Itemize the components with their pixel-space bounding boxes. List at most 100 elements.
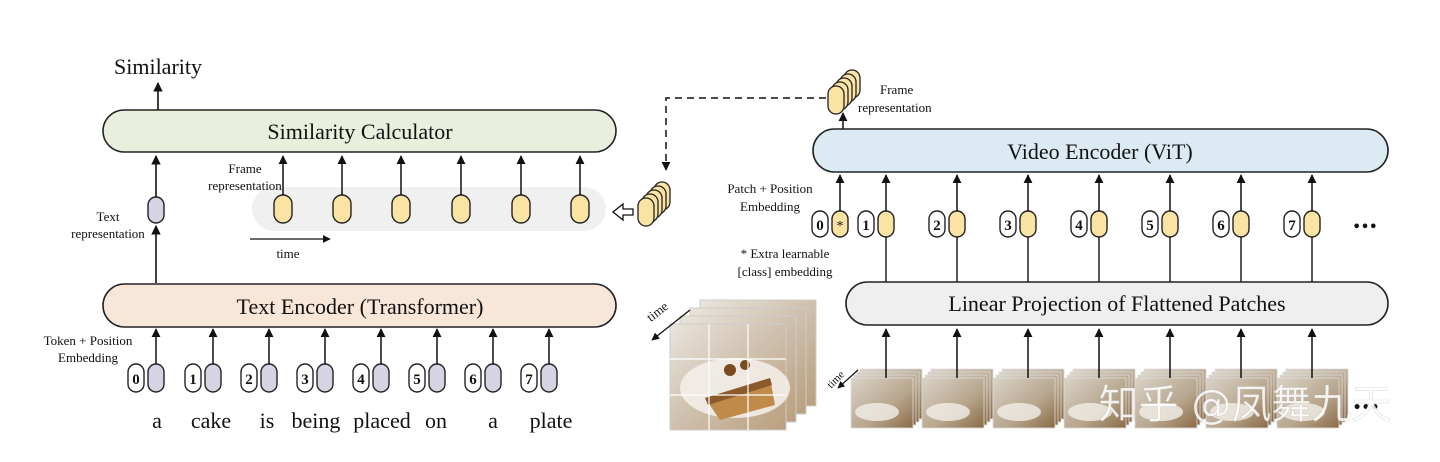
frame-token: [570, 194, 590, 224]
patch-position-token: [1283, 210, 1301, 238]
text-position-id: 3: [301, 372, 309, 388]
text-position-token: [408, 363, 426, 393]
text-position-id: 2: [245, 372, 253, 388]
text-position-id: 0: [132, 372, 140, 388]
patch-embedding-token: [1019, 210, 1037, 238]
stacked-frame-token: [637, 197, 655, 227]
text-position-token: [296, 363, 314, 393]
token-position-label-1: Token + Position: [44, 333, 133, 348]
patch-position-label-1: Patch + Position: [727, 181, 813, 196]
text-position-token: [520, 363, 538, 393]
frame-rep-label-right-2: representation: [858, 100, 932, 115]
patch-embedding-token: [877, 210, 895, 238]
caption-word: being: [292, 408, 341, 433]
text-position-token: [127, 363, 145, 393]
caption-word: plate: [530, 408, 573, 433]
caption-word: on: [425, 408, 447, 433]
frame-lane: [252, 187, 606, 231]
frame-token: [391, 194, 411, 224]
text-word-token: [372, 363, 390, 393]
patch-position-id: 4: [1075, 218, 1083, 234]
frame-token: [451, 194, 471, 224]
thumb-ellipsis: •••: [1353, 400, 1380, 416]
patch-position-id: 3: [1004, 218, 1012, 234]
text-position-token: [184, 363, 202, 393]
class-note-1: * Extra learnable: [741, 246, 830, 261]
thumb-plate: [855, 403, 899, 421]
thumb-plate: [997, 403, 1041, 421]
frame-rep-label-left-2: representation: [208, 178, 282, 193]
patch-position-label-2: Embedding: [740, 199, 800, 214]
frame-token: [332, 194, 352, 224]
class-note-2: [class] embedding: [738, 264, 833, 279]
similarity-output-label: Similarity: [114, 54, 202, 79]
video-encoder-box: [812, 128, 1389, 173]
frame-rep-label-right-1: Frame: [880, 82, 913, 97]
class-position-id: 0: [816, 218, 824, 234]
patch-position-token: [928, 210, 946, 238]
text-word-token: [260, 363, 278, 393]
text-position-token: [240, 363, 258, 393]
patch-position-token: [1141, 210, 1159, 238]
text-position-id: 5: [413, 372, 421, 388]
video-encoder-label: Video Encoder (ViT): [1007, 139, 1193, 164]
caption-word: is: [260, 408, 275, 433]
frame-rep-label-left-1: Frame: [228, 161, 261, 176]
patch-position-token: [999, 210, 1017, 238]
text-word-token: [484, 363, 502, 393]
patch-position-id: 2: [933, 218, 941, 234]
class-position-token: [811, 210, 829, 238]
thumb-plate: [1281, 403, 1325, 421]
thumb-plate: [1139, 403, 1183, 421]
patch-position-id: 1: [862, 218, 870, 234]
clip-time-arrow: [651, 309, 691, 341]
text-word-token: [428, 363, 446, 393]
caption-word: placed: [353, 408, 410, 433]
patch-position-id: 5: [1146, 218, 1154, 234]
patch-position-token: [1212, 210, 1230, 238]
text-encoder-box: [102, 283, 617, 328]
token-position-label-2: Embedding: [58, 350, 118, 365]
text-position-token: [464, 363, 482, 393]
thumb-plate: [926, 403, 970, 421]
left-frame-tokens: [273, 155, 590, 224]
linear-projection-box: [845, 281, 1389, 326]
patch-embedding-token: [1090, 210, 1108, 238]
text-word-token: [147, 363, 165, 393]
watermark-text: 知乎 @凤舞九天: [1099, 382, 1392, 428]
caption-word: cake: [191, 408, 231, 433]
patch-position-token: [1070, 210, 1088, 238]
text-position-id: 1: [189, 372, 197, 388]
patch-embedding-token: [1303, 210, 1321, 238]
video-clip-stack: [669, 299, 817, 431]
text-position-id: 7: [525, 372, 533, 388]
clip-time-label: time: [644, 298, 672, 324]
patch-embedding-token: [1161, 210, 1179, 238]
text-position-token: [352, 363, 370, 393]
hollow-arrow-icon: [611, 202, 634, 222]
thumb-plate: [1068, 403, 1112, 421]
stacked-frame-token: [827, 85, 845, 115]
patch-position-token: [857, 210, 875, 238]
similarity-calculator-label: Similarity Calculator: [267, 119, 453, 144]
patch-time-arrow: [837, 369, 859, 389]
caption-word: a: [488, 408, 498, 433]
similarity-calculator-box: [102, 109, 617, 153]
text-word-token: [204, 363, 222, 393]
patch-time-label: time: [825, 369, 847, 391]
patch-ellipsis: •••: [1353, 220, 1378, 235]
frame-token: [511, 194, 531, 224]
text-rep-label-1: Text: [97, 209, 120, 224]
patch-thumbnails: [850, 328, 1349, 429]
caption-word: a: [152, 408, 162, 433]
frame-stack-icon: [637, 181, 671, 227]
patch-position-id: 7: [1288, 218, 1296, 234]
top-frame-stack-icon: [827, 69, 861, 115]
text-encoder-label: Text Encoder (Transformer): [237, 294, 484, 319]
time-axis-label: time: [276, 246, 299, 261]
patch-embedding-token: [948, 210, 966, 238]
